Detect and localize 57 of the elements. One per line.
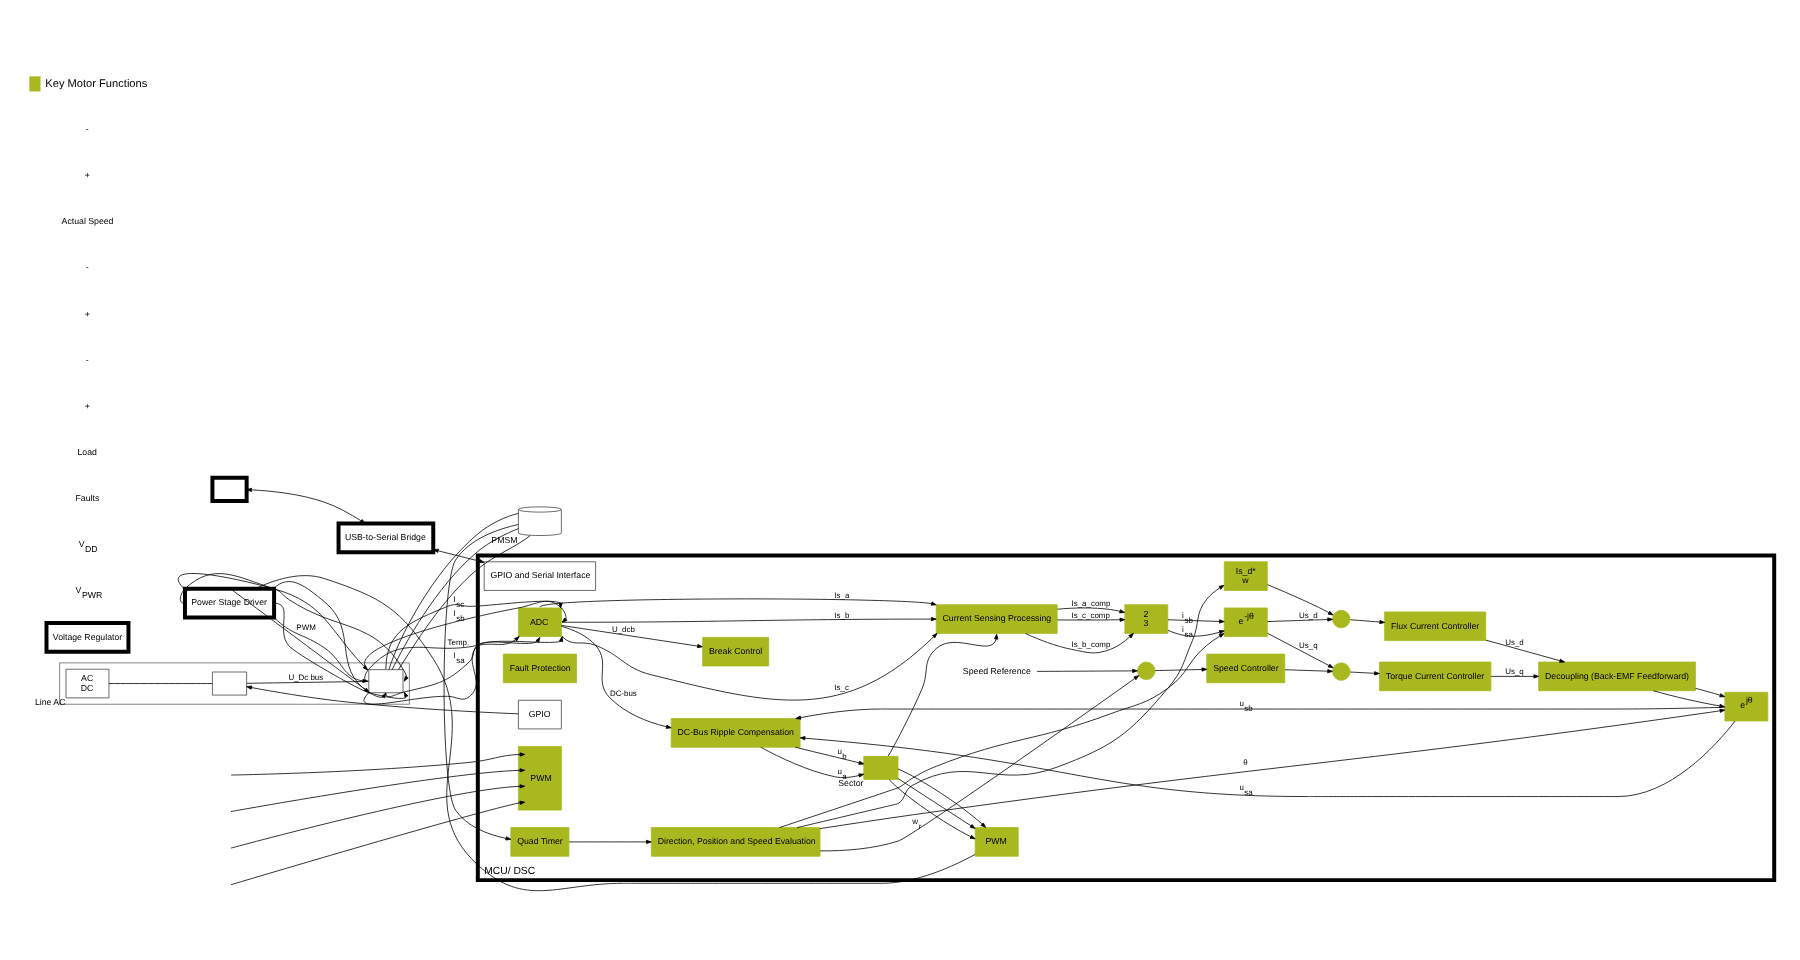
arrow — [561, 617, 937, 623]
arrow — [273, 617, 368, 683]
node-circle — [1332, 662, 1351, 681]
arrow — [897, 778, 976, 829]
connector — [398, 535, 531, 670]
arrow — [1267, 617, 1333, 622]
arrow — [568, 839, 652, 844]
arrow — [1267, 584, 1334, 616]
arrow — [539, 598, 937, 608]
connector — [254, 575, 976, 891]
arrow — [273, 602, 409, 699]
arrow — [794, 746, 865, 765]
arrow — [230, 768, 526, 812]
node-box — [212, 671, 248, 696]
arrow — [1695, 687, 1726, 698]
arrow — [1167, 629, 1225, 637]
node-box — [210, 475, 249, 503]
node-circle — [1137, 661, 1156, 680]
arrow — [561, 625, 672, 729]
arrow — [1490, 674, 1539, 679]
arrow — [385, 636, 564, 698]
arrow — [1653, 690, 1725, 708]
arrow — [433, 548, 485, 564]
arrow — [1485, 639, 1565, 663]
arrow — [561, 625, 703, 649]
arrow — [819, 675, 1140, 852]
arrow — [561, 633, 938, 701]
arrow — [1056, 617, 1126, 622]
arrow — [819, 708, 1726, 830]
arrow — [443, 524, 519, 841]
arrow — [364, 636, 520, 682]
arrow — [1349, 619, 1385, 625]
arrow — [779, 633, 1225, 828]
arrow — [887, 633, 999, 757]
arrow — [230, 784, 526, 849]
arrow — [1284, 669, 1333, 674]
arrow — [1349, 671, 1380, 676]
arrow — [1025, 633, 1134, 654]
arrow — [888, 779, 976, 840]
arrow — [1036, 668, 1138, 673]
arrow — [1057, 607, 1125, 614]
arrow — [246, 487, 366, 524]
arrow — [272, 581, 387, 699]
arrow — [799, 720, 1736, 797]
arrow — [177, 573, 368, 671]
arrow — [795, 706, 1726, 720]
arrow — [1267, 632, 1334, 669]
arrow — [796, 584, 1225, 828]
connector — [108, 683, 213, 684]
node-circle — [1332, 609, 1351, 629]
node-box — [368, 669, 404, 694]
arrow — [230, 800, 526, 886]
arrow — [1154, 667, 1208, 672]
arrow — [230, 752, 526, 776]
arrow — [897, 768, 987, 828]
arrow — [760, 746, 865, 778]
node-box — [863, 755, 899, 780]
